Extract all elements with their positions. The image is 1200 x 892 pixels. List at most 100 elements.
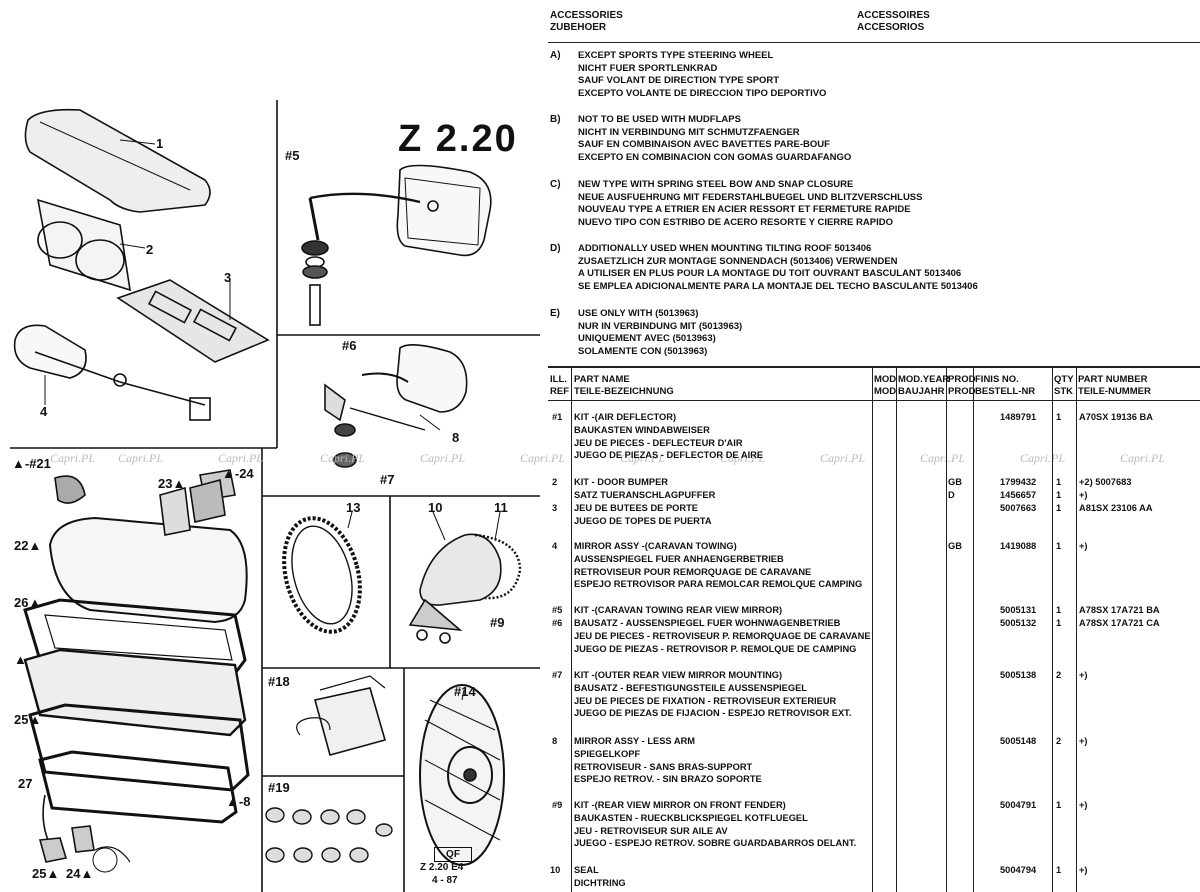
th-ill: ILL.REF — [550, 374, 569, 397]
callout-22: 22▲ — [14, 538, 42, 553]
watermark: Capri.PL — [520, 451, 566, 465]
header-de: ZUBEHOER — [550, 22, 607, 33]
callout-14: #14 — [454, 684, 476, 699]
row-6-qty: 1 — [1056, 618, 1062, 628]
callout-27: 27 — [18, 776, 33, 791]
row-3-finis: 5007663 — [1000, 503, 1037, 513]
watermark: Capri.PL — [1020, 451, 1066, 465]
exploded-parts-diagram: Z 2.20 1 2 3 4 #5 #6 8 #7 13 10 11 #9 #1… — [0, 0, 540, 892]
watermark: Capri.PL — [118, 451, 164, 465]
row-6-ref: #6 — [552, 618, 563, 628]
row-2-pn: +2) 5007683+) — [1079, 477, 1132, 500]
diagram-drawing — [10, 100, 540, 892]
row-1-qty: 1 — [1056, 412, 1062, 422]
watermark: Capri.PL — [620, 451, 666, 465]
condition-letter-e: E) — [550, 308, 560, 319]
row-10-pn: +) — [1079, 865, 1088, 875]
row-7-finis: 5005138 — [1000, 670, 1037, 680]
callout-2: 2 — [146, 242, 154, 257]
row-7-pn: +) — [1079, 670, 1088, 680]
header-fr: ACCESSOIRES — [857, 10, 930, 21]
reference-date: 4 - 87 — [432, 875, 458, 886]
watermark: Capri.PL — [720, 451, 766, 465]
row-8-ref: 8 — [552, 736, 558, 746]
row-5-qty: 1 — [1056, 605, 1062, 615]
row-10-finis: 5004794 — [1000, 865, 1037, 875]
col-sep — [896, 366, 897, 892]
row-4-name: MIRROR ASSY -(CARAVAN TOWING)AUSSENSPIEG… — [574, 541, 863, 590]
row-9-ref: #9 — [552, 800, 563, 810]
row-1-name: KIT -(AIR DEFLECTOR)BAUKASTEN WINDABWEIS… — [574, 412, 764, 461]
row-1-ref: #1 — [552, 412, 563, 422]
condition-b: NOT TO BE USED WITH MUDFLAPS NICHT IN VE… — [578, 114, 852, 163]
reference-box: QF — [434, 847, 472, 862]
col-sep — [946, 366, 947, 892]
callout-triangle: ▲ — [14, 652, 27, 667]
condition-letter-b: B) — [550, 114, 561, 125]
callout-8: 8 — [452, 430, 460, 445]
row-9-finis: 5004791 — [1000, 800, 1037, 810]
page-code: Z 2.20 — [398, 118, 518, 160]
row-10-ref: 10 — [550, 865, 561, 875]
callout-9: #9 — [490, 615, 505, 630]
callout-23: 23▲ — [158, 476, 186, 491]
row-10-qty: 1 — [1056, 865, 1062, 875]
row-5-ref: #5 — [552, 605, 563, 615]
row-6-finis: 5005132 — [1000, 618, 1037, 628]
row-4-ref: 4 — [552, 541, 558, 551]
callout-7: #7 — [380, 472, 395, 487]
row-8-pn: +) — [1079, 736, 1088, 746]
row-3-ref: 3 — [552, 503, 558, 513]
header-rule — [548, 42, 1200, 43]
row-1-pn: A70SX 19136 BA — [1079, 412, 1153, 422]
row-8-finis: 5005148 — [1000, 736, 1037, 746]
callout-19: #19 — [268, 780, 290, 795]
row-9-name: KIT -(REAR VIEW MIRROR ON FRONT FENDER)B… — [574, 800, 857, 849]
col-sep — [1076, 366, 1077, 892]
callout-25-bottom: 25▲ — [32, 866, 60, 881]
row-8-qty: 2 — [1056, 736, 1062, 746]
table-header-rule — [548, 400, 1200, 401]
callout-5: #5 — [285, 148, 300, 163]
condition-letter-a: A) — [550, 50, 561, 61]
row-9-pn: +) — [1079, 800, 1088, 810]
row-9-qty: 1 — [1056, 800, 1062, 810]
callout-18: #18 — [268, 674, 290, 689]
header-col-2: ACCESSOIRES ACCESORIOS — [857, 10, 930, 34]
condition-e: USE ONLY WITH (5013963) NUR IN VERBINDUN… — [578, 308, 743, 357]
watermark: Capri.PL — [1120, 451, 1166, 465]
col-sep — [571, 366, 572, 892]
row-2-ref: 2 — [552, 477, 558, 487]
row-7-qty: 2 — [1056, 670, 1062, 680]
callout-24-bottom: 24▲ — [66, 866, 94, 881]
th-finis: FINIS NO.BESTELL-NR — [975, 374, 1036, 397]
reference-code: Z 2.20 E4 — [420, 862, 464, 873]
callout-3: 3 — [224, 270, 232, 285]
watermark: Capri.PL — [820, 451, 866, 465]
condition-c: NEW TYPE WITH SPRING STEEL BOW AND SNAP … — [578, 179, 923, 228]
row-4-qty: 1 — [1056, 541, 1062, 551]
col-sep — [872, 366, 873, 892]
condition-letter-d: D) — [550, 243, 561, 254]
row-6-name: BAUSATZ - AUSSENSPIEGEL FUER WOHNWAGENBE… — [574, 618, 871, 654]
callout-8-bottom: ▲-8 — [226, 794, 251, 809]
callout-13: 13 — [346, 500, 361, 515]
row-6-pn: A78SX 17A721 CA — [1079, 618, 1160, 628]
row-7-ref: #7 — [552, 670, 563, 680]
section-header: ACCESSORIES ZUBEHOER ACCESSOIRES ACCESOR… — [550, 10, 1190, 34]
callout-24-top: ▲-24 — [222, 466, 254, 481]
callout-21: ▲-#21 — [12, 456, 51, 471]
row-4-prod: GB — [948, 541, 962, 551]
